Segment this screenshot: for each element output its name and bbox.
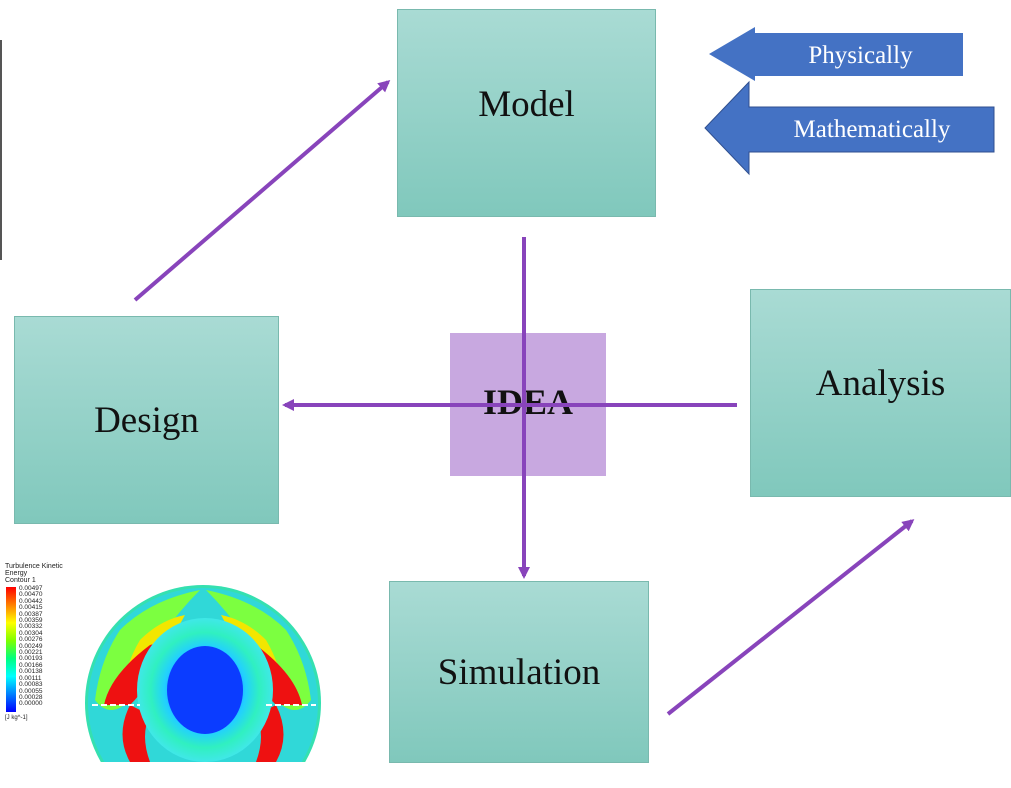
legend-subtitle: Contour 1 (5, 577, 36, 584)
legend-tick-label: 0.00028 (19, 693, 43, 701)
contour-legend: Turbulence Kinetic Energy Contour 1 0.00… (5, 563, 85, 723)
legend-tick-label: 0.00249 (19, 642, 43, 650)
left-edge-bar (0, 40, 2, 260)
legend-tick-label: 0.00000 (19, 700, 43, 708)
analysis-box: Analysis (750, 289, 1011, 497)
legend-tick-label: 0.00442 (19, 597, 43, 605)
simulation-label: Simulation (437, 651, 601, 693)
legend-tick-label: 0.00138 (19, 668, 43, 676)
physically-banner-arrow (709, 27, 963, 81)
physically-label: Physically (808, 42, 913, 69)
model-box: Model (397, 9, 656, 217)
legend-tick-label: 0.00497 (19, 585, 43, 592)
legend-unit: [J kg^-1] (5, 715, 28, 721)
legend-tick-label: 0.00304 (19, 629, 43, 637)
legend-tick-label: 0.00276 (19, 636, 43, 644)
mathematically-label: Mathematically (793, 115, 951, 143)
model-label: Model (478, 83, 575, 125)
legend-tick-label: 0.00221 (19, 649, 43, 657)
legend-tick-label: 0.00166 (19, 661, 43, 669)
arrow-design-to-model (133, 80, 391, 302)
simulation-box: Simulation (389, 581, 649, 763)
legend-colorbar (6, 587, 16, 712)
legend-tick-label: 0.00415 (19, 604, 43, 612)
legend-tick-label: 0.00083 (19, 681, 43, 689)
design-box: Design (14, 316, 279, 524)
legend-tick-label: 0.00111 (19, 674, 42, 682)
legend-tick-label: 0.00359 (19, 617, 43, 625)
design-label: Design (94, 399, 199, 441)
legend-tick-label: 0.00332 (19, 623, 43, 631)
legend-tick-label: 0.00387 (19, 610, 43, 618)
legend-tick-label: 0.00055 (19, 687, 43, 695)
mathematically-banner-arrow (704, 80, 995, 176)
analysis-label: Analysis (815, 362, 946, 404)
legend-tick-label: 0.00470 (19, 591, 43, 599)
legend-title: Turbulence Kinetic Energy (5, 563, 63, 577)
idea-label: IDEA (482, 381, 574, 422)
contour-plot (85, 585, 321, 762)
legend-tick-label: 0.00193 (19, 655, 43, 663)
arrow-simulation-to-analysis (666, 519, 915, 716)
